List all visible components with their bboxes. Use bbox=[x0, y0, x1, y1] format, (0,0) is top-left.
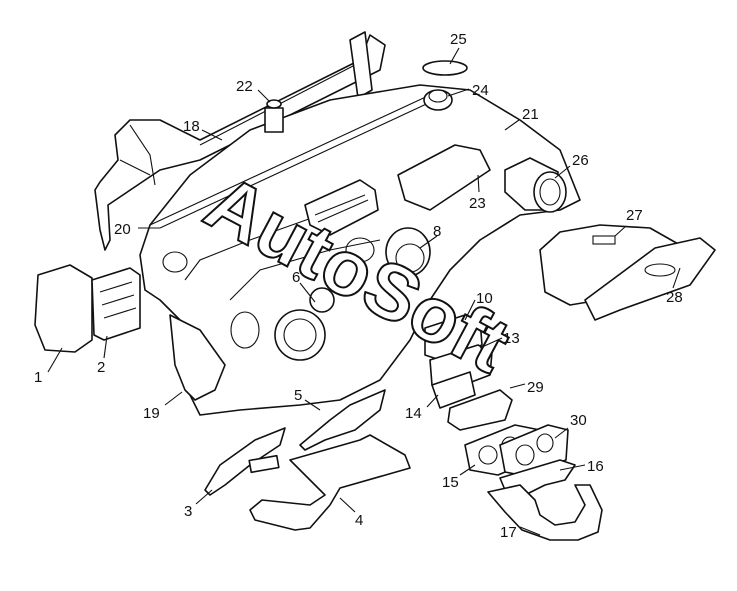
callout-3: 3 bbox=[184, 503, 192, 520]
callout-2: 2 bbox=[97, 359, 105, 376]
callout-25: 25 bbox=[450, 31, 467, 48]
callout-18: 18 bbox=[183, 118, 200, 135]
center-vent-housing bbox=[397, 144, 491, 211]
callout-4: 4 bbox=[355, 512, 363, 529]
storage-tray bbox=[249, 434, 411, 531]
lower-trim-panel bbox=[299, 389, 386, 451]
callout-30: 30 bbox=[570, 412, 587, 429]
callout-22: 22 bbox=[236, 78, 253, 95]
callout-20: 20 bbox=[114, 221, 131, 238]
callout-24: 24 bbox=[472, 82, 489, 99]
console-frame bbox=[487, 484, 603, 541]
fuse-box bbox=[91, 267, 141, 341]
callout-8: 8 bbox=[433, 223, 441, 240]
knee-trim-panel bbox=[204, 427, 286, 496]
left-bracket bbox=[34, 264, 93, 353]
callout-14: 14 bbox=[405, 405, 422, 422]
left-end-panel bbox=[169, 314, 226, 401]
round-vent bbox=[385, 227, 431, 277]
callout-23: 23 bbox=[469, 195, 486, 212]
callout-6: 6 bbox=[292, 269, 300, 286]
radio-slot bbox=[304, 179, 379, 236]
callout-26: 26 bbox=[572, 152, 589, 169]
leader-lines bbox=[47, 47, 681, 536]
instrument-gauges bbox=[274, 287, 335, 361]
glove-box bbox=[539, 224, 716, 321]
callout-28: 28 bbox=[666, 289, 683, 306]
callout-1: 1 bbox=[34, 369, 42, 386]
callout-13: 13 bbox=[503, 330, 520, 347]
speaker-grille bbox=[423, 89, 453, 111]
speaker-cap bbox=[422, 60, 468, 76]
side-vent-tube bbox=[504, 157, 567, 213]
callout-19: 19 bbox=[143, 405, 160, 422]
callout-10: 10 bbox=[476, 290, 493, 307]
callout-16: 16 bbox=[587, 458, 604, 475]
cross-car-beam bbox=[94, 31, 386, 251]
callout-29: 29 bbox=[527, 379, 544, 396]
callout-5: 5 bbox=[294, 387, 302, 404]
center-control-stack bbox=[424, 314, 513, 431]
callout-27: 27 bbox=[626, 207, 643, 224]
switch-part bbox=[264, 99, 284, 133]
callout-21: 21 bbox=[522, 106, 539, 123]
callout-17: 17 bbox=[500, 524, 517, 541]
callout-labels: 1 2 3 4 5 6 8 10 13 14 15 16 17 18 19 20… bbox=[34, 31, 683, 541]
callout-15: 15 bbox=[442, 474, 459, 491]
